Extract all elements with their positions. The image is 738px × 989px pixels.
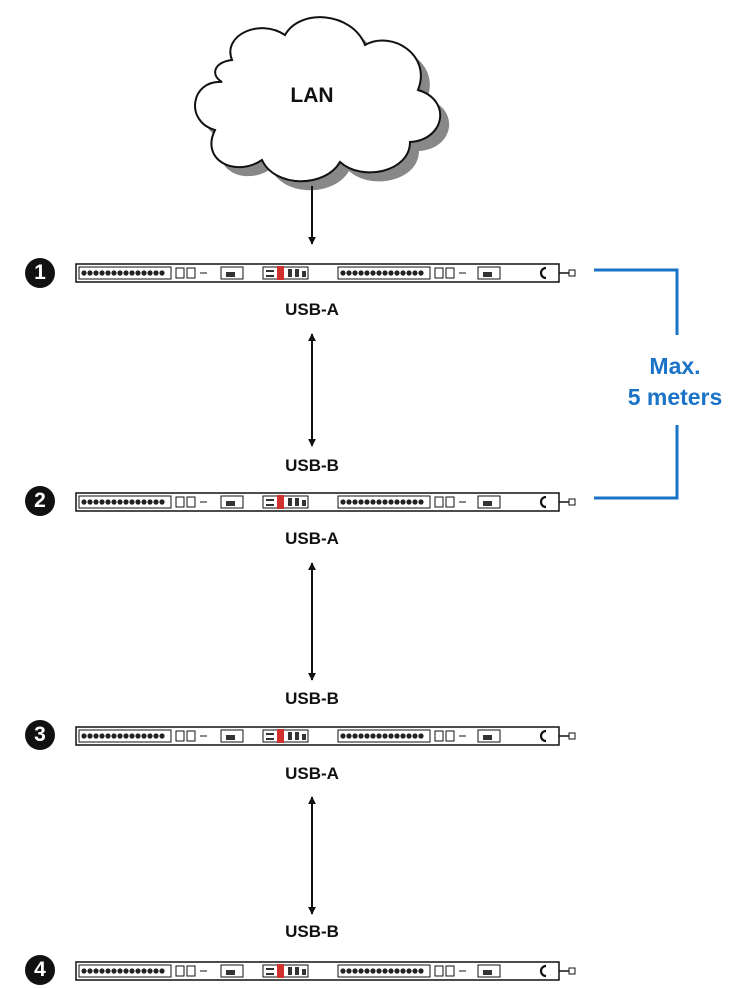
pdu-unit-1 xyxy=(74,262,577,284)
pdu-unit-4 xyxy=(74,960,577,982)
unit-4-badge: 4 xyxy=(25,955,55,985)
distance-bracket-top xyxy=(594,268,679,335)
unit-3-badge: 3 xyxy=(25,720,55,750)
max-distance-label: Max. 5 meters xyxy=(605,351,738,413)
distance-bracket-bottom xyxy=(594,425,679,500)
unit-3-usb-b-label: USB-B xyxy=(285,689,339,708)
lan-label: LAN xyxy=(290,84,334,107)
lan-cloud-shape xyxy=(194,16,442,183)
unit-4-usb-b-label: USB-B xyxy=(285,922,339,941)
unit-2-usb-b-label: USB-B xyxy=(285,456,339,475)
max-distance-line1: Max. xyxy=(649,353,701,379)
unit-1-usb-a-label: USB-A xyxy=(285,300,339,319)
unit-3-usb-a-label: USB-A xyxy=(285,764,339,783)
pdu-unit-3 xyxy=(74,725,577,747)
unit-2-usb-a-label: USB-A xyxy=(285,529,339,548)
pdu-unit-2 xyxy=(74,491,577,513)
unit-1-badge: 1 xyxy=(25,258,55,288)
unit-2-badge: 2 xyxy=(25,486,55,516)
max-distance-line2: 5 meters xyxy=(627,384,723,410)
